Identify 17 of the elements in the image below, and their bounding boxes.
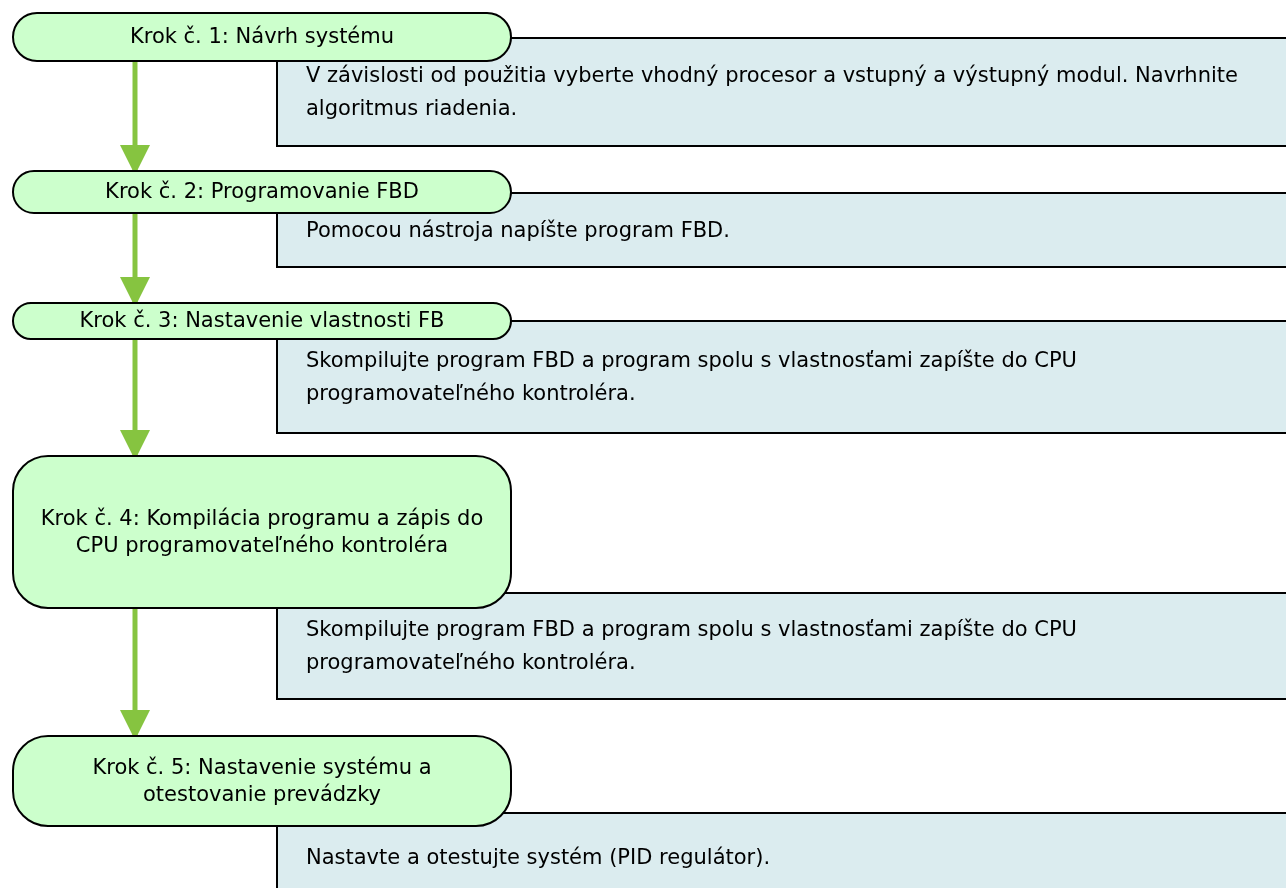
step-box	[12, 455, 512, 609]
description-panel	[276, 812, 1286, 888]
step-box	[12, 170, 512, 214]
step-box	[12, 735, 512, 827]
step-description: V závislosti od použitia vyberte vhodný procesor a vstupný a výstupný modul. Navrhnite algoritmus riadenia.	[306, 62, 1239, 122]
step-title: Krok č. 1: Návrh systému	[129, 23, 395, 51]
description-panel	[276, 592, 1286, 700]
step-title: Krok č. 4: Kompilácia programu a zápis do CPU programovateľného kontroléra	[39, 504, 485, 559]
step-title: Krok č. 5: Nastavenie systému a otestovanie prevádzky	[91, 753, 433, 808]
step-title: Krok č. 3: Nastavenie vlastnosti FB	[79, 307, 445, 335]
step-box	[12, 302, 512, 340]
step-box	[12, 12, 512, 62]
step-title: Krok č. 2: Programovanie FBD	[105, 178, 419, 206]
step-description: Pomocou nástroja napíšte program FBD.	[306, 216, 730, 244]
step-description: Skompilujte program FBD a program spolu s vlastnosťami zapíšte do CPU programovateľného kontroléra.	[306, 616, 1078, 676]
step-description: Skompilujte program FBD a program spolu s vlastnosťami zapíšte do CPU programovateľného kontroléra.	[306, 347, 1078, 407]
step-description: Nastavte a otestujte systém (PID regulátor).	[306, 843, 771, 871]
